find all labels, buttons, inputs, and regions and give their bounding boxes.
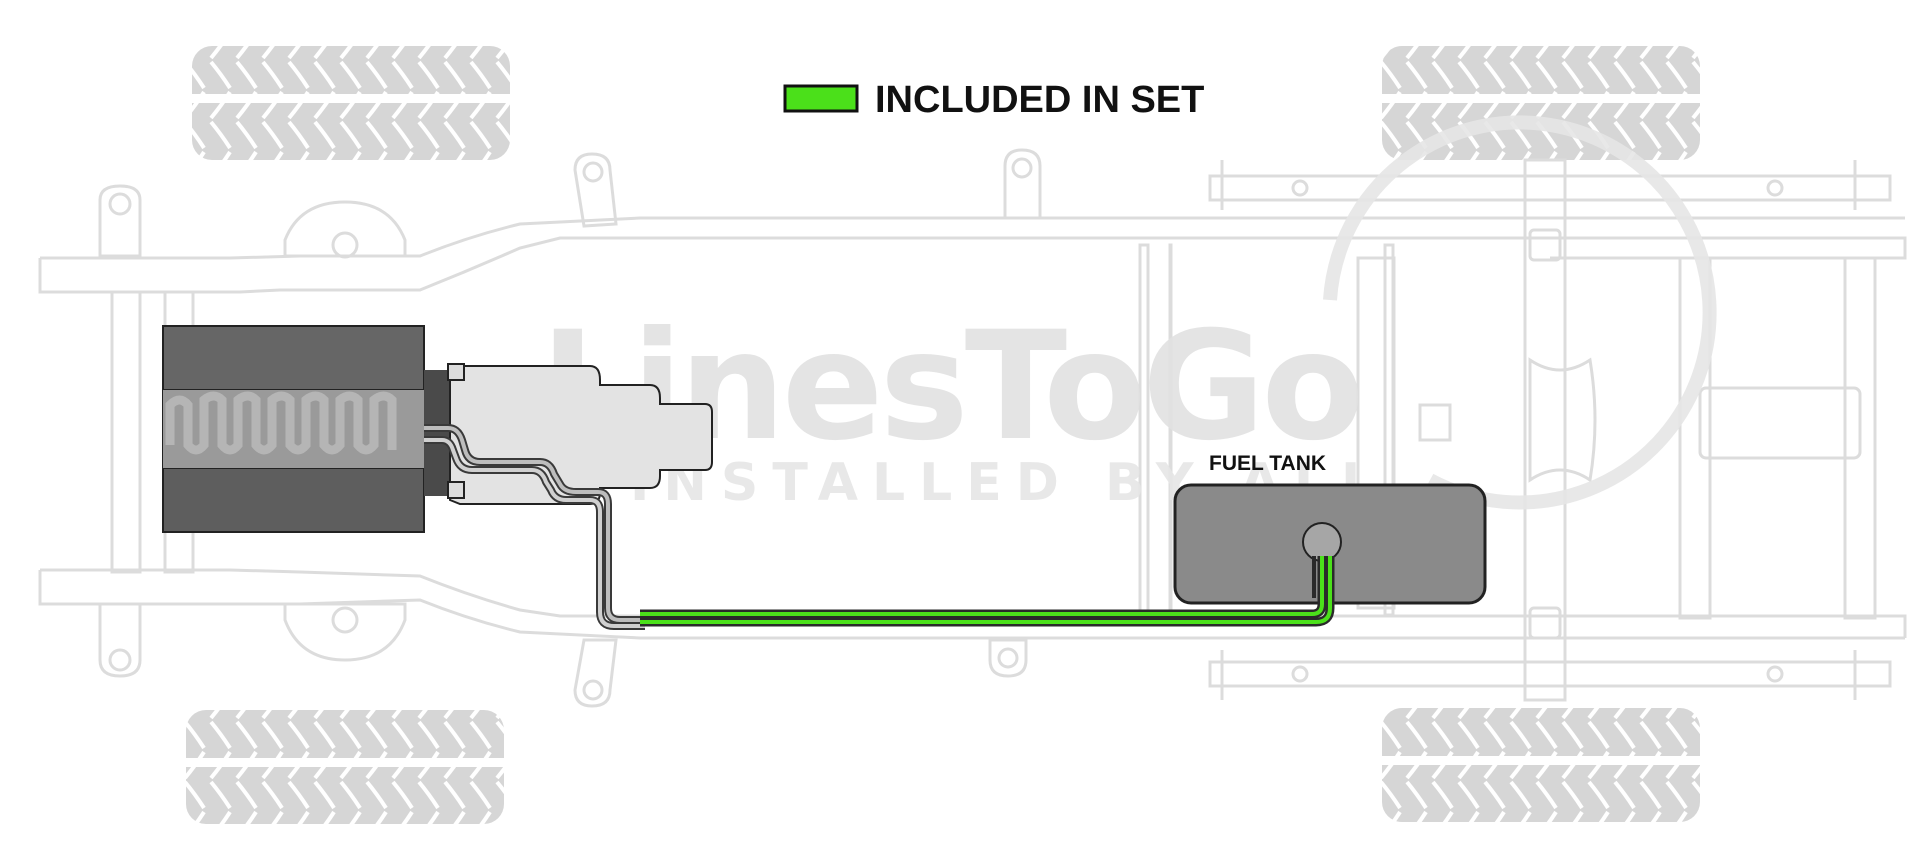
fuel-sender-unit	[1302, 522, 1342, 562]
tire-rear-right	[1382, 708, 1700, 822]
fuel-lines	[424, 424, 1335, 630]
tire-front-right	[186, 710, 504, 824]
legend-swatch	[783, 84, 859, 113]
legend: INCLUDED IN SET	[783, 79, 1204, 121]
engine	[162, 325, 450, 533]
watermark: LinesToGo INSTALLED BY ALL	[540, 115, 1717, 513]
fuel-tank: FUEL TANK	[1173, 452, 1487, 605]
tire-front-left	[192, 46, 510, 160]
legend-label: INCLUDED IN SET	[875, 79, 1204, 121]
fuel-tank-label: FUEL TANK	[1209, 452, 1326, 475]
included-fuel-line	[640, 556, 1335, 627]
